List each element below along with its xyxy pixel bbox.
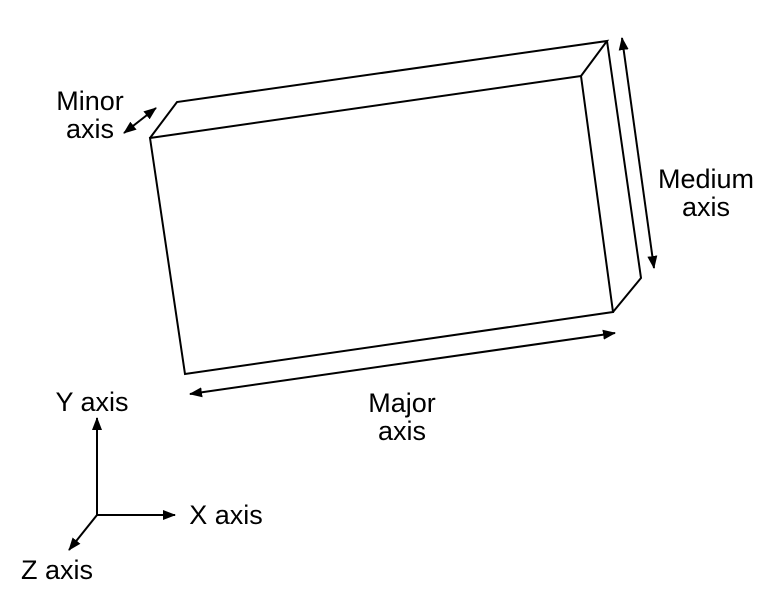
coordinate-triad: [68, 417, 176, 551]
box-top-face: [149, 39, 610, 139]
major-axis-label: Major axis: [368, 388, 436, 446]
z-axis-label: Z axis: [20, 555, 93, 585]
z-axis-arrow: [68, 514, 98, 551]
medium-axis-label: Medium axis: [657, 164, 755, 222]
y-axis-label: Y axis: [55, 387, 129, 417]
x-axis-label: X axis: [189, 500, 263, 530]
medium-axis-arrow: [618, 37, 658, 269]
box-front-face: [148, 74, 615, 376]
minor-axis-arrow: [123, 107, 157, 134]
box-right-face: [606, 40, 643, 313]
minor-axis-label: Minor axis: [56, 86, 124, 144]
major-axis-arrow: [189, 329, 616, 398]
